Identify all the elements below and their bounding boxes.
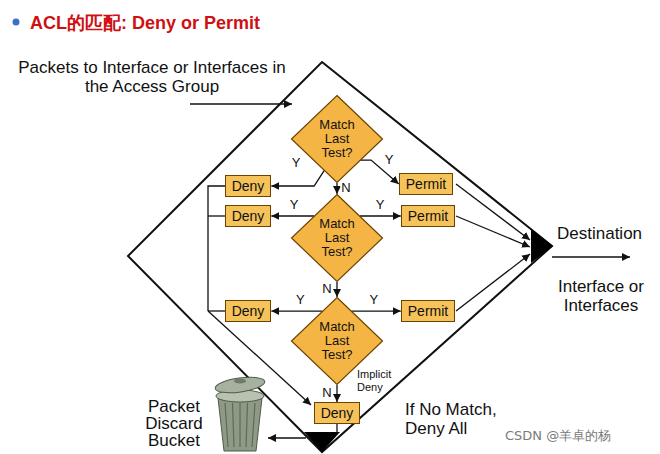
- input-arrow: [190, 103, 292, 105]
- branch-label: Y: [384, 153, 395, 167]
- branch-label: Y: [295, 293, 306, 307]
- diamond-shape: [292, 298, 383, 385]
- diamond-shape: [292, 96, 383, 183]
- node-text: Deny: [321, 405, 354, 421]
- branch-label: N: [340, 181, 351, 195]
- branch-label: Y: [375, 198, 386, 212]
- bucket-rib: [239, 403, 240, 447]
- node-text: Deny: [232, 208, 265, 224]
- flow-arrow: [352, 310, 401, 311]
- node-text: Match Last Test?: [315, 217, 359, 259]
- deny-line: [208, 311, 311, 405]
- deny-box: Deny: [225, 300, 272, 322]
- router-diamond: [128, 62, 552, 452]
- interface-label: Interface or Interfaces: [545, 277, 657, 315]
- flow-arrow: [271, 171, 324, 186]
- discard-triangle: [304, 432, 340, 452]
- deny-line: [208, 215, 225, 216]
- node-text: Permit: [408, 208, 448, 224]
- deny-box: Deny: [225, 205, 272, 227]
- discard-line: [336, 424, 337, 433]
- permit-box: Permit: [399, 173, 453, 195]
- deny-line: [208, 310, 225, 311]
- watermark: CSDN @羊卓的杨: [505, 428, 655, 444]
- node-text: Permit: [408, 303, 448, 319]
- branch-label: N: [321, 282, 332, 296]
- output-arrow: [552, 256, 630, 258]
- discard-arrow: [268, 437, 306, 439]
- decision-diamond: Match Last Test?: [291, 297, 383, 385]
- decision-diamond: Match Last Test?: [291, 194, 383, 282]
- permit-line: [456, 254, 530, 311]
- flow-arrow: [336, 282, 337, 297]
- permit-box: Permit: [401, 300, 455, 322]
- bucket-rib: [246, 403, 248, 447]
- exit-triangle: [531, 229, 553, 263]
- destination-label: Destination: [557, 224, 657, 243]
- node-text: Deny: [232, 178, 265, 194]
- node-text: Match Last Test?: [315, 320, 359, 362]
- node-text: Permit: [406, 176, 446, 192]
- node-text: Match Last Test?: [315, 118, 359, 160]
- flow-arrow: [336, 385, 337, 402]
- deny-box: Deny: [225, 175, 272, 197]
- flow-arrow: [271, 310, 322, 311]
- branch-label: Y: [291, 156, 302, 170]
- title: ACL的匹配: Deny or Permit: [30, 11, 260, 35]
- deny-box: Deny: [314, 402, 361, 424]
- no-match-note: If No Match, Deny All: [405, 400, 515, 438]
- input-label: Packets to Interface or Interfaces in th…: [18, 58, 286, 96]
- bucket-rib: [225, 403, 228, 447]
- node-text: Deny: [232, 303, 265, 319]
- permit-line: [456, 216, 530, 247]
- deny-line: [208, 186, 225, 311]
- bucket-rib: [252, 403, 255, 447]
- branch-label: Y: [289, 198, 300, 212]
- flow-arrow: [360, 215, 401, 216]
- branch-label: N: [321, 386, 332, 400]
- bucket-rib: [233, 403, 235, 447]
- implicit-note: Implicit Deny: [357, 368, 401, 394]
- flow-arrow: [336, 183, 337, 194]
- flow-arrow: [271, 215, 314, 216]
- diamond-shape: [292, 195, 383, 282]
- trash-bucket: [214, 375, 265, 451]
- bucket-label: Packet Discard Bucket: [134, 398, 214, 449]
- decision-diamond: Match Last Test?: [291, 95, 383, 183]
- branch-label: Y: [368, 293, 379, 307]
- bullet: [13, 19, 20, 26]
- permit-box: Permit: [401, 205, 455, 227]
